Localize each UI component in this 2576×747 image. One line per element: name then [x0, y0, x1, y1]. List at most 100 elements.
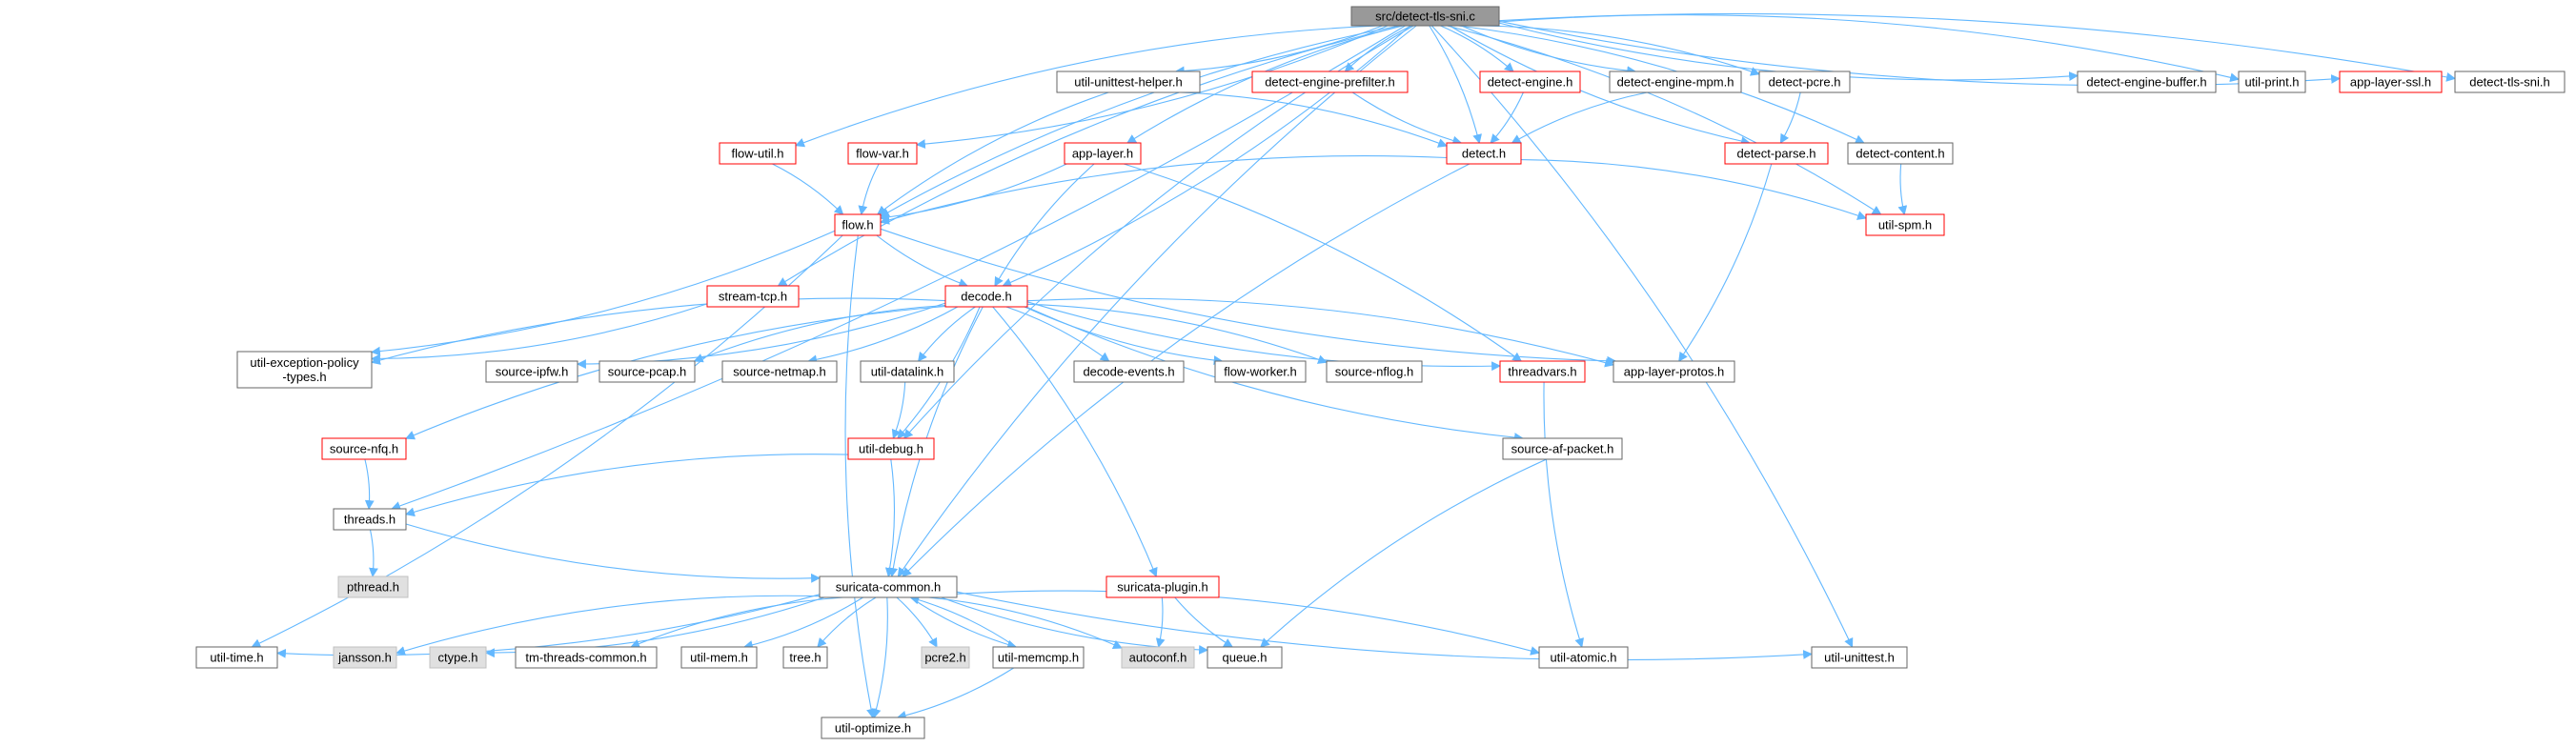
edge-applayer-to-threadvars: [1124, 163, 1523, 362]
node-buffer[interactable]: detect-engine-buffer.h: [2077, 71, 2217, 93]
edge-flow-to-protos: [880, 228, 1617, 366]
node-umem[interactable]: util-mem.h: [680, 646, 758, 669]
node-mpm[interactable]: detect-engine-mpm.h: [1609, 71, 1742, 93]
node-label-ipfw: source-ipfw.h: [496, 365, 569, 379]
edge-root-to-common: [897, 25, 1417, 577]
node-label-exc: -types.h: [282, 370, 326, 384]
node-decode[interactable]: decode.h: [944, 285, 1028, 308]
node-pcre[interactable]: detect-pcre.h: [1758, 71, 1851, 93]
node-box-debug: [847, 437, 935, 460]
edge-flow-to-decode: [876, 234, 969, 288]
node-unittest[interactable]: util-unittest.h: [1811, 646, 1908, 669]
node-autoconf[interactable]: autoconf.h: [1121, 646, 1195, 669]
node-common[interactable]: suricata-common.h: [819, 575, 958, 598]
node-content[interactable]: detect-content.h: [1847, 142, 1954, 165]
node-worker[interactable]: flow-worker.h: [1214, 360, 1307, 383]
edge-decode-to-worker: [1024, 306, 1224, 365]
node-unittest_helper[interactable]: util-unittest-helper.h: [1056, 71, 1201, 93]
node-box-threadvars: [1499, 360, 1586, 383]
node-label-atomic: util-atomic.h: [1550, 651, 1616, 665]
edge-decode-to-pcap: [693, 304, 946, 363]
node-label-root: src/detect-tls-sni.c: [1375, 10, 1475, 24]
edge-prefilter-to-detect: [1351, 91, 1463, 146]
node-print[interactable]: util-print.h: [2238, 71, 2306, 93]
node-box-tmthreads: [515, 646, 658, 669]
node-label-plugin: suricata-plugin.h: [1117, 580, 1207, 595]
edge-unittest_helper-to-flow: [877, 91, 1109, 215]
node-threadvars[interactable]: threadvars.h: [1499, 360, 1586, 383]
node-label-prefilter: detect-engine-prefilter.h: [1265, 75, 1395, 90]
node-nflog[interactable]: source-nflog.h: [1326, 360, 1423, 383]
node-label-mpm: detect-engine-mpm.h: [1617, 75, 1734, 90]
node-label-debug: util-debug.h: [859, 442, 923, 456]
node-optimize[interactable]: util-optimize.h: [821, 717, 925, 739]
node-label-pcap: source-pcap.h: [608, 365, 686, 379]
node-jansson[interactable]: jansson.h: [333, 646, 397, 669]
node-debug[interactable]: util-debug.h: [847, 437, 935, 460]
node-spm[interactable]: util-spm.h: [1865, 213, 1945, 236]
edge-decode-to-netmap: [807, 306, 959, 365]
edge-threads-to-common: [405, 523, 821, 583]
edge-mpm-to-detect: [1511, 91, 1648, 144]
edge-plugin-to-queue: [1174, 596, 1234, 648]
node-label-buffer: detect-engine-buffer.h: [2086, 75, 2206, 90]
node-label-flowutil: flow-util.h: [732, 147, 784, 161]
node-flowutil[interactable]: flow-util.h: [719, 142, 797, 165]
node-atomic[interactable]: util-atomic.h: [1538, 646, 1629, 669]
node-ctype[interactable]: ctype.h: [429, 646, 487, 669]
edge-common-to-tree: [817, 596, 877, 648]
edge-common-to-tmthreads: [630, 596, 843, 649]
edge-root-to-detect: [1429, 25, 1482, 144]
node-label-events: decode-events.h: [1083, 365, 1174, 379]
node-label-flowvar: flow-var.h: [856, 147, 909, 161]
node-applayer[interactable]: app-layer.h: [1064, 142, 1142, 165]
node-engine[interactable]: detect-engine.h: [1479, 71, 1581, 93]
node-label-ssl: app-layer-ssl.h: [2350, 75, 2431, 90]
node-label-print: util-print.h: [2244, 75, 2299, 90]
node-flowvar[interactable]: flow-var.h: [847, 142, 918, 165]
node-root[interactable]: src/detect-tls-sni.c: [1350, 6, 1500, 27]
node-label-exc: util-exception-policy: [250, 355, 359, 370]
node-pcre2[interactable]: pcre2.h: [921, 646, 970, 669]
node-tree[interactable]: tree.h: [782, 646, 828, 669]
edge-root-to-flowvar: [916, 25, 1389, 150]
node-utime[interactable]: util-time.h: [195, 646, 278, 669]
node-ipfw[interactable]: source-ipfw.h: [485, 360, 578, 383]
node-box-memcmp: [992, 646, 1085, 669]
node-exc[interactable]: util-exception-policy-types.h: [236, 351, 373, 389]
edge-root-to-streamtcp: [777, 25, 1403, 287]
node-datalink[interactable]: util-datalink.h: [860, 360, 955, 383]
node-detect[interactable]: detect.h: [1446, 142, 1522, 165]
node-ssl[interactable]: app-layer-ssl.h: [2339, 71, 2443, 93]
edge-flowutil-to-flow: [772, 163, 844, 215]
node-nfq[interactable]: source-nfq.h: [321, 437, 407, 460]
node-flow[interactable]: flow.h: [834, 213, 882, 236]
edge-debug-to-threads: [405, 454, 849, 517]
node-label-unittest_helper: util-unittest-helper.h: [1074, 75, 1182, 90]
node-box-umem: [680, 646, 758, 669]
edge-common-to-jansson: [396, 595, 821, 656]
node-streamtcp[interactable]: stream-tcp.h: [706, 285, 800, 308]
node-box-tree: [782, 646, 828, 669]
node-box-ssl: [2339, 71, 2443, 93]
node-pcap[interactable]: source-pcap.h: [598, 360, 696, 383]
node-label-worker: flow-worker.h: [1224, 365, 1297, 379]
node-netmap[interactable]: source-netmap.h: [721, 360, 838, 383]
node-prefilter[interactable]: detect-engine-prefilter.h: [1251, 71, 1409, 93]
node-box-root: [1350, 6, 1500, 27]
node-label-nflog: source-nflog.h: [1335, 365, 1413, 379]
node-afpacket[interactable]: source-af-packet.h: [1502, 437, 1623, 460]
node-protos[interactable]: app-layer-protos.h: [1613, 360, 1735, 383]
node-memcmp[interactable]: util-memcmp.h: [992, 646, 1085, 669]
node-parse[interactable]: detect-parse.h: [1724, 142, 1829, 165]
node-queue[interactable]: queue.h: [1207, 646, 1283, 669]
node-tmthreads[interactable]: tm-threads-common.h: [515, 646, 658, 669]
node-tlssni[interactable]: detect-tls-sni.h: [2454, 71, 2566, 93]
node-pthread[interactable]: pthread.h: [337, 575, 409, 598]
node-plugin[interactable]: suricata-plugin.h: [1105, 575, 1220, 598]
node-events[interactable]: decode-events.h: [1073, 360, 1185, 383]
node-label-streamtcp: stream-tcp.h: [719, 290, 787, 304]
node-threads[interactable]: threads.h: [333, 508, 407, 531]
node-label-flow: flow.h: [842, 218, 873, 232]
